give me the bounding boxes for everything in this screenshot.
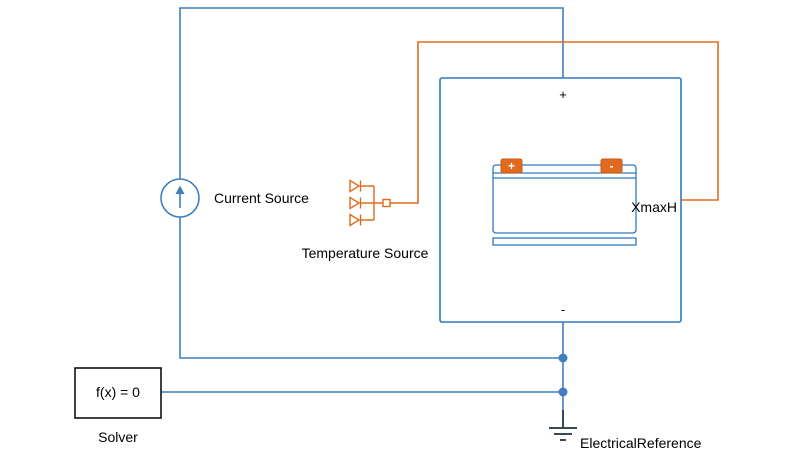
electrical-reference-label: ElectricalReference [580, 435, 702, 451]
battery-plus-port-label: + [559, 87, 567, 102]
temperature-source-icon [349, 179, 361, 193]
wire-temperature-source-to-battery[interactable] [390, 41, 719, 204]
solver-label: Solver [98, 429, 138, 445]
temperature-source-bracket [360, 185, 383, 221]
battery-body [492, 164, 637, 234]
battery-terminal-minus-label: - [610, 159, 614, 173]
battery-thermal-port-label: XmaxH [631, 199, 677, 215]
junction-dot-upper[interactable] [558, 353, 568, 363]
temperature-source-icon [349, 196, 361, 210]
temperature-source-icon [349, 213, 361, 227]
battery-base-strip [492, 237, 637, 246]
battery-minus-port-label: - [561, 302, 565, 317]
temperature-source-block[interactable] [349, 179, 391, 227]
solver-block[interactable] [74, 367, 162, 419]
current-source-label: Current Source [214, 190, 309, 206]
wire-current-source-to-battery-plus[interactable] [179, 7, 564, 179]
battery-terminal-minus [600, 158, 623, 174]
battery-terminal-plus [500, 158, 523, 174]
battery-icon: + - [492, 158, 637, 246]
temperature-source-label: Temperature Source [302, 245, 429, 261]
current-source-arrow-head [175, 185, 185, 194]
current-source-block[interactable] [160, 178, 200, 218]
electrical-reference-block[interactable] [549, 410, 577, 441]
battery-terminal-plus-label: + [508, 159, 515, 173]
solver-block-text: f(x) = 0 [96, 384, 140, 400]
wire-current-source-to-minus-node[interactable] [179, 217, 563, 359]
junction-dot-lower[interactable] [558, 387, 568, 397]
temperature-source-port[interactable] [382, 198, 391, 208]
